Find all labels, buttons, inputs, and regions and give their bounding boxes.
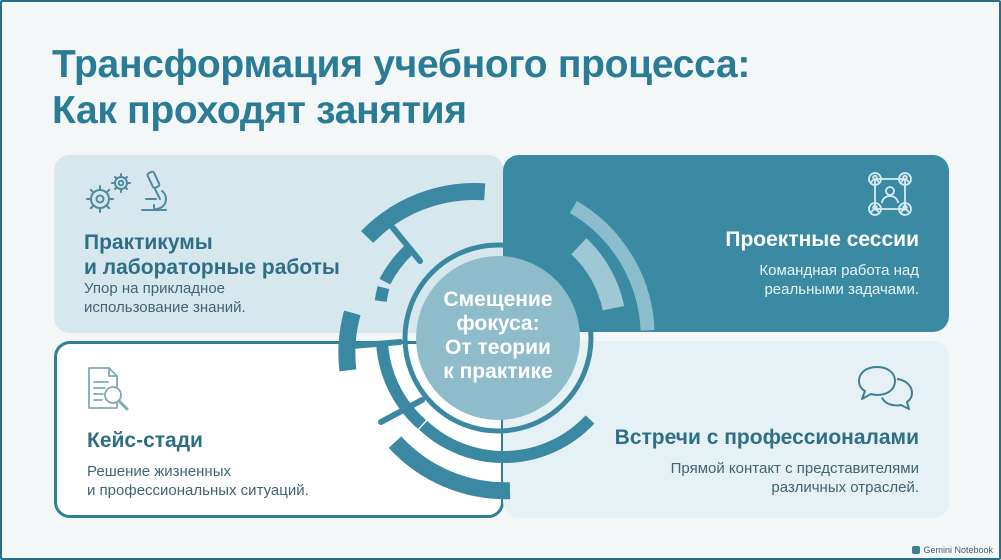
brand-watermark: Gemini Notebook [912, 545, 993, 555]
middle-ring-segment [376, 341, 427, 430]
center-line-4: к практике [443, 360, 553, 383]
middle-ring-segment [571, 238, 625, 311]
page-title: Трансформация учебного процесса: Как про… [52, 42, 750, 134]
card-description: Командная работа над реальными задачами. [759, 261, 919, 299]
card-description: Решение жизненных и профессиональных сит… [87, 462, 309, 500]
card-projects: Проектные сессии Командная работа над ре… [503, 155, 949, 332]
ring-spoke [390, 225, 423, 264]
chat-bubbles-icon [858, 366, 913, 410]
card-heading: Проектные сессии [725, 227, 919, 252]
heading-line-1: Кейс-стади [87, 429, 203, 452]
document-search-icon [88, 367, 129, 411]
desc-line-2: различных отраслей. [771, 479, 919, 496]
title-line-2: Как проходят занятия [52, 89, 467, 132]
middle-ring-segment [374, 286, 390, 303]
desc-line-2: реальными задачами. [764, 281, 919, 298]
center-line-1: Смещение [443, 288, 553, 311]
brand-logo-icon [912, 546, 921, 554]
desc-line-1: Упор на прикладное [84, 280, 226, 297]
center-line-2: фокуса: [456, 312, 540, 335]
center-focus-label: Смещение фокуса: От теории к практике [422, 288, 574, 384]
desc-line-2: использование знаний. [84, 299, 246, 316]
heading-line-1: Встречи с профессионалами [614, 426, 919, 449]
gears-icon [86, 173, 131, 213]
outer-ring-segment [569, 200, 655, 331]
ring-spoke [378, 397, 425, 425]
card-heading: Встречи с профессионалами [615, 425, 919, 450]
microscope-icon [141, 170, 167, 211]
desc-line-2: и профессиональных ситуаций. [87, 482, 309, 499]
middle-ring-segment [379, 245, 414, 285]
card-heading: Практикумы и лабораторные работы [84, 230, 340, 280]
title-line-1: Трансформация учебного процесса: [52, 43, 751, 86]
desc-line-1: Прямой контакт с представителями [670, 460, 919, 477]
inner-ring [402, 242, 594, 434]
desc-line-1: Решение жизненных [87, 463, 232, 480]
team-network-icon [868, 172, 912, 216]
center-disc [416, 256, 580, 420]
outer-ring-segment [338, 310, 361, 372]
center-line-3: От теории [445, 336, 551, 359]
heading-line-1: Проектные сессии [725, 228, 919, 251]
ring-spoke [349, 339, 403, 349]
brand-label: Gemini Notebook [923, 545, 993, 555]
desc-line-1: Командная работа над [759, 262, 919, 279]
heading-line-2: и лабораторные работы [84, 256, 340, 279]
outer-ring-segment [388, 436, 511, 500]
card-description: Упор на прикладное использование знаний. [84, 279, 246, 317]
outer-ring-segment [361, 182, 486, 244]
heading-line-1: Практикумы [84, 231, 213, 254]
card-heading: Кейс-стади [87, 428, 203, 453]
middle-ring-segment [419, 415, 595, 464]
card-description: Прямой контакт с представителями различн… [671, 459, 919, 497]
